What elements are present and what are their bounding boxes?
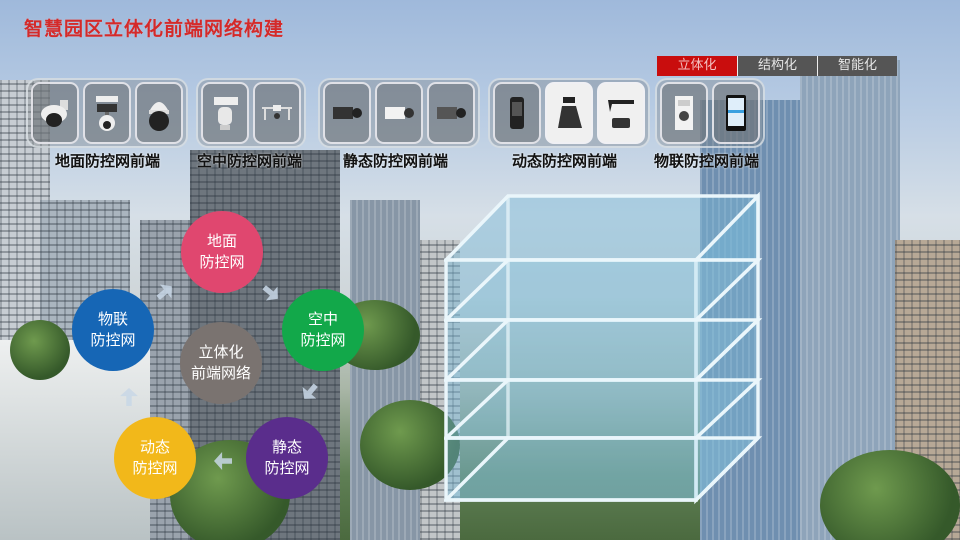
drone-icon — [262, 105, 292, 120]
node-label: 静态 — [271, 438, 302, 456]
device-tile[interactable] — [323, 82, 371, 144]
view-tabs: 立体化 结构化 智能化 — [657, 56, 897, 76]
box-camera-dark-icon — [333, 107, 362, 119]
building — [420, 240, 460, 540]
handheld-terminal-icon — [510, 97, 524, 129]
node-label: 立体化 — [198, 343, 244, 361]
group-label-air: 空中防控网前端 — [197, 152, 303, 170]
node-center: 立体化 前端网络 — [180, 322, 262, 404]
device-tile[interactable] — [31, 82, 79, 144]
node-label: 防控网 — [90, 331, 136, 349]
node-label: 防控网 — [264, 459, 310, 477]
device-group-iot — [655, 78, 765, 148]
tab-3d[interactable]: 立体化 — [657, 56, 737, 76]
device-tile[interactable] — [135, 82, 183, 144]
device-tile[interactable] — [660, 82, 708, 144]
access-panel-icon — [675, 96, 693, 130]
node-dynamic: 动态 防控网 — [114, 417, 196, 499]
node-label: 物联 — [97, 310, 128, 328]
smart-glasses-icon — [608, 100, 634, 128]
node-label: 空中 — [307, 310, 338, 328]
group-label-static: 静态防控网前端 — [343, 152, 449, 170]
device-tile[interactable] — [427, 82, 475, 144]
group-label-dynamic: 动态防控网前端 — [512, 152, 618, 170]
thermal-ptz-camera-icon — [214, 97, 238, 130]
device-group-air — [196, 78, 306, 148]
device-tile[interactable] — [201, 82, 249, 144]
tree — [10, 320, 70, 380]
node-label: 防控网 — [300, 331, 346, 349]
device-tile[interactable] — [253, 82, 301, 144]
node-label: 地面 — [206, 232, 237, 250]
group-label-iot: 物联防控网前端 — [654, 152, 760, 170]
patrol-robot-icon — [558, 97, 582, 128]
node-label: 前端网络 — [190, 364, 251, 382]
box-camera-white-icon — [385, 107, 414, 119]
node-iot: 物联 防控网 — [72, 289, 154, 371]
node-label: 防控网 — [132, 459, 178, 477]
node-air: 空中 防控网 — [282, 289, 364, 371]
node-label: 防控网 — [199, 253, 245, 271]
device-group-ground — [26, 78, 188, 148]
layered-glass-cube — [444, 191, 763, 505]
node-ground: 地面 防控网 — [181, 211, 263, 293]
device-tile[interactable] — [545, 82, 593, 144]
tab-structured[interactable]: 结构化 — [737, 56, 817, 76]
device-tile[interactable] — [712, 82, 760, 144]
tree — [360, 400, 460, 490]
device-tile[interactable] — [597, 82, 645, 144]
box-camera-grey-icon — [437, 107, 466, 119]
device-group-static — [318, 78, 480, 148]
node-label: 动态 — [139, 438, 170, 456]
group-label-ground: 地面防控网前端 — [55, 152, 161, 170]
dual-ptz-camera-icon — [96, 96, 118, 131]
speed-dome-camera-icon — [149, 102, 169, 131]
device-tile[interactable] — [375, 82, 423, 144]
device-tile[interactable] — [83, 82, 131, 144]
device-group-dynamic — [488, 78, 650, 148]
node-static: 静态 防控网 — [246, 417, 328, 499]
page-title: 智慧园区立体化前端网络构建 — [24, 18, 285, 40]
tablet-terminal-icon — [726, 95, 746, 131]
device-tile[interactable] — [493, 82, 541, 144]
tree — [820, 450, 960, 540]
tab-intelligent[interactable]: 智能化 — [817, 56, 897, 76]
dome-camera-icon — [41, 100, 68, 127]
